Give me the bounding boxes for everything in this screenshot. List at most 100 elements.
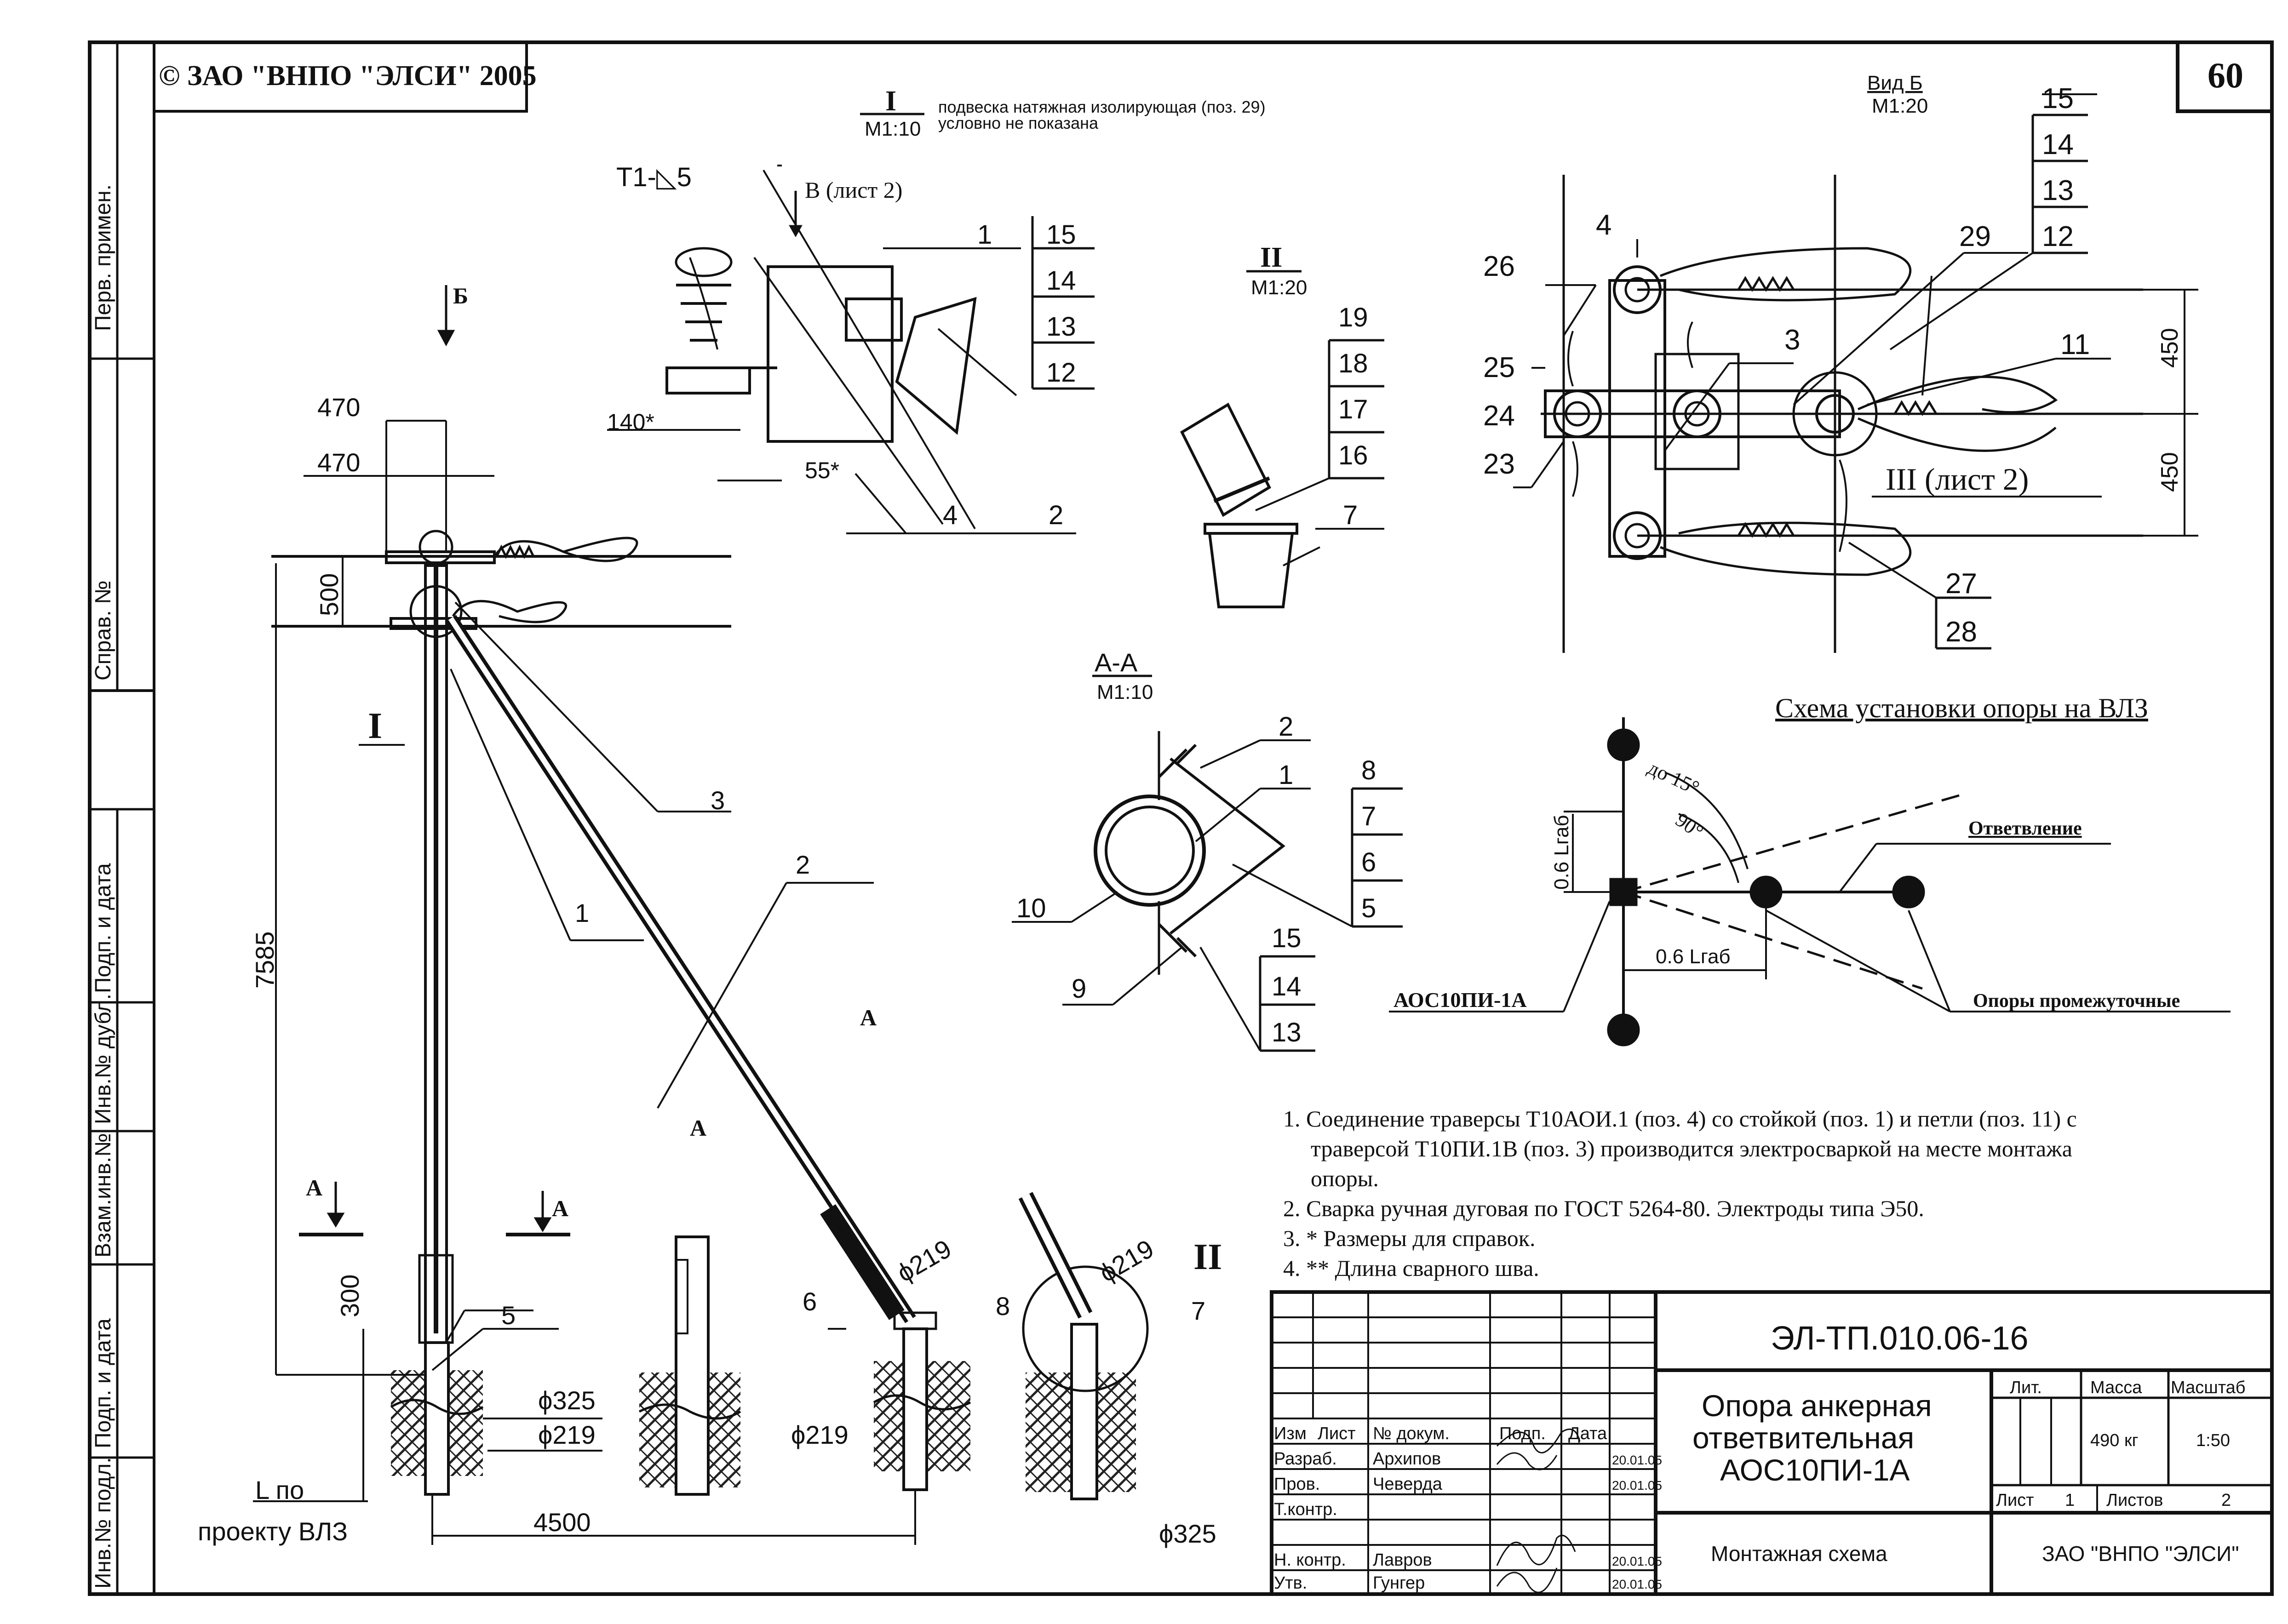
view-B-dim-upper: 450: [2156, 328, 2183, 368]
col-data: Дата: [1568, 1424, 1607, 1443]
label-perv-primen: Перв. примен.: [91, 184, 115, 331]
section-pos-8: 8: [1361, 755, 1376, 785]
left-strip-labels: Перв. примен. Справ. № Подп. и дата Инв.…: [91, 184, 115, 1589]
section-A-A: [1012, 675, 1403, 1052]
L-line1: L по: [255, 1475, 304, 1504]
pos-8-main: 8: [996, 1292, 1010, 1321]
dim-500: 500: [315, 573, 344, 616]
section-A-A-labels: А-А М1:10 2 1 8 7 6 5 10 9 15 14 13: [1016, 648, 1376, 1047]
view-II-pos-17: 17: [1338, 395, 1368, 424]
dim-phi219-c: ϕ219: [892, 1234, 957, 1287]
date-utv: 20.01.05: [1612, 1577, 1662, 1591]
view-I-pos-1: 1: [977, 220, 992, 250]
title-block-text: ЭЛ-ТП.010.06-16 Опора анкерная ответвите…: [1274, 1320, 2246, 1593]
view-II-pos-16: 16: [1338, 440, 1368, 470]
pos-7-main: 7: [1191, 1296, 1205, 1325]
mass-value: 490 кг: [2090, 1431, 2138, 1450]
note-2: 2. Сварка ручная дуговая по ГОСТ 5264-80…: [1283, 1195, 1924, 1221]
section-pos-9: 9: [1072, 974, 1086, 1004]
section-pos-6: 6: [1361, 847, 1376, 877]
view-B-title: Вид Б: [1867, 72, 1923, 94]
dim-phi325-b: ϕ325: [1159, 1519, 1216, 1548]
label-inv-dubl: Инв.№ дубл.: [91, 994, 115, 1124]
view-B-pos-11: 11: [2060, 329, 2090, 360]
note-4: 4. ** Длина сварного шва.: [1283, 1255, 1539, 1281]
section-pos-15: 15: [1272, 923, 1302, 953]
name-razrab: Архипов: [1373, 1449, 1441, 1469]
col-izm: Изм: [1274, 1424, 1307, 1443]
view-I-pos-13: 13: [1046, 312, 1076, 342]
section-A-A-scale: М1:10: [1097, 681, 1153, 703]
scheme-branch: Ответвление: [1968, 818, 2082, 839]
section-a-left: А: [306, 1175, 322, 1201]
pole-base-details: [638, 1192, 1149, 1500]
dim-phi219-a: ϕ219: [538, 1420, 596, 1449]
view-I-dim-55: 55*: [805, 457, 839, 483]
dim-470-bottom: 470: [317, 448, 360, 477]
view-B-pos-14: 14: [2042, 129, 2074, 160]
main-view: [271, 530, 971, 1496]
label-podp-data-2: Подп. и дата: [91, 1318, 115, 1448]
view-II-label: II: [1260, 242, 1282, 273]
view-II-pos-7: 7: [1343, 500, 1358, 530]
date-razrab: 20.01.05: [1612, 1453, 1662, 1467]
view-B-dim-lower: 450: [2156, 452, 2183, 492]
view-B-pos-13: 13: [2042, 175, 2074, 206]
sheet-label: Лист: [1996, 1491, 2034, 1510]
date-prov: 20.01.05: [1612, 1478, 1662, 1492]
notes: 1. Соединение траверсы Т10АОИ.1 (поз. 4)…: [1283, 1106, 2077, 1281]
sheet-number: 60: [2208, 55, 2243, 95]
pos-1-main: 1: [575, 898, 589, 927]
view-B-pos-23: 23: [1483, 448, 1515, 480]
view-B-pos-27: 27: [1945, 568, 1977, 600]
mass-label: Масса: [2090, 1378, 2142, 1397]
view-B-pos-12: 12: [2042, 221, 2074, 252]
doc-name-3: АОС10ПИ-1А: [1720, 1453, 1910, 1487]
sheets-label: Листов: [2106, 1491, 2163, 1510]
doc-name-1: Опора анкерная: [1702, 1389, 1932, 1423]
role-utv: Утв.: [1274, 1573, 1307, 1593]
dim-4500: 4500: [533, 1508, 591, 1537]
dim-300: 300: [335, 1275, 364, 1317]
note-1b: траверсой Т10ПИ.1В (поз. 3) производится…: [1311, 1136, 2072, 1161]
scheme-angle-90: 90°: [1671, 808, 1708, 843]
section-a-brace-1: А: [690, 1115, 706, 1141]
sheet-frame: [88, 40, 2274, 1596]
lit-label: Лит.: [2010, 1378, 2042, 1397]
section-a-brace-2: А: [860, 1005, 877, 1030]
view-B-labels: Вид Б М1:20 450 450 III (лист 2) 15 14 1…: [1483, 72, 2183, 648]
section-pos-2: 2: [1279, 712, 1293, 742]
view-I-pos-14: 14: [1046, 266, 1076, 296]
role-razrab: Разраб.: [1274, 1449, 1337, 1469]
view-B-pos-4: 4: [1596, 209, 1611, 241]
scheme-dim-vertical: 0.6 Lгаб: [1550, 815, 1573, 890]
view-B-pos-15: 15: [2042, 83, 2074, 114]
view-B-scale: М1:20: [1872, 95, 1928, 117]
scheme-angle-15: до 15°: [1645, 756, 1703, 800]
dim-phi325-a: ϕ325: [538, 1386, 596, 1415]
view-B-pos-3: 3: [1784, 324, 1800, 356]
company: ЗАО "ВНПО "ЭЛСИ": [2042, 1542, 2239, 1566]
view-I-labels: I М1:10 подвеска натяжная изолирующая (п…: [607, 86, 1266, 530]
role-nkontr: Н. контр.: [1274, 1550, 1346, 1570]
note-1a: 1. Соединение траверсы Т10АОИ.1 (поз. 4)…: [1283, 1106, 2077, 1132]
doc-code: ЭЛ-ТП.010.06-16: [1771, 1320, 2029, 1357]
section-pos-13: 13: [1272, 1018, 1302, 1047]
view-I-pos-12: 12: [1046, 358, 1076, 388]
detail-II-mark: II: [1193, 1237, 1222, 1277]
label-inv-podl: Инв.№ подл.: [91, 1457, 115, 1589]
view-II-pos-18: 18: [1338, 349, 1368, 378]
note-1c: опоры.: [1311, 1166, 1379, 1191]
view-II-pos-19: 19: [1338, 303, 1368, 332]
role-prov: Пров.: [1274, 1475, 1320, 1494]
main-view-labels: Б 470 470 500 7585 300 4500 ϕ325 ϕ219 ϕ2…: [198, 283, 1222, 1548]
view-II-scale: М1:20: [1251, 276, 1307, 299]
section-A-A-title: А-А: [1095, 648, 1138, 677]
title-block: [1270, 1290, 2274, 1596]
view-I-label: I: [885, 86, 896, 117]
view-I: [607, 113, 1095, 534]
view-I-pos-2: 2: [1049, 500, 1063, 530]
pos-2-main: 2: [796, 850, 810, 879]
